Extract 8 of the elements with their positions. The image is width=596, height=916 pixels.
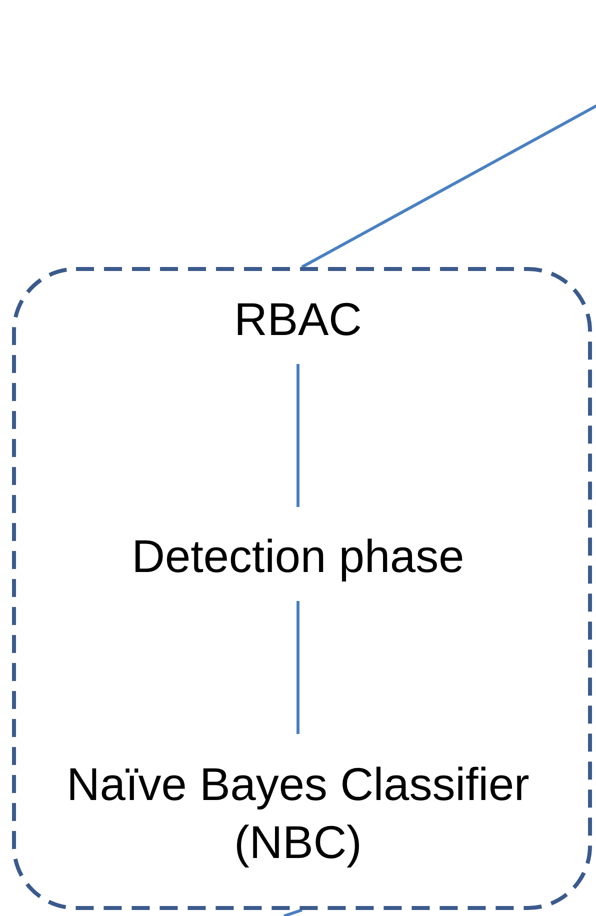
- connector-line: [284, 908, 302, 916]
- node-label: Naïve Bayes Classifier (NBC): [66, 757, 530, 870]
- node-label: RBAC: [234, 292, 362, 347]
- connector-line: [301, 104, 596, 268]
- connector-line: [296, 364, 300, 507]
- dashed-group-frame: [12, 267, 592, 910]
- connector-line: [296, 601, 300, 734]
- node-label: Detection phase: [132, 529, 464, 584]
